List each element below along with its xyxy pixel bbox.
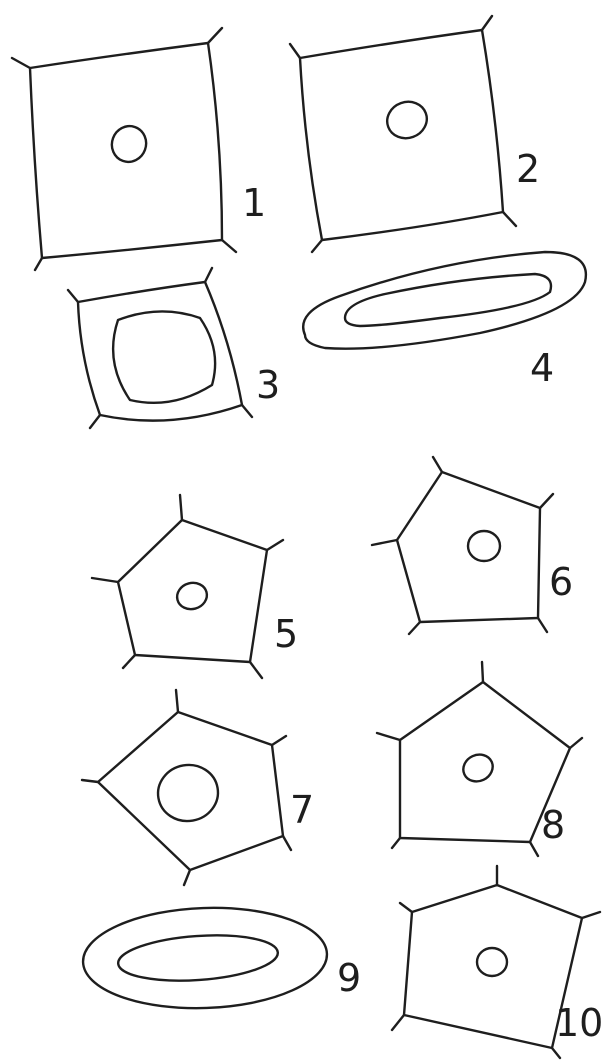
cell-7-label: 7	[290, 788, 314, 832]
cell-8: 8	[377, 662, 582, 856]
cell-3-wall	[78, 282, 242, 421]
cell-4-outer-wall	[303, 252, 586, 349]
cell-6-nucleus	[468, 531, 500, 561]
cell-6: 6	[372, 457, 573, 634]
cell-5-label: 5	[274, 612, 298, 656]
cell-10: 10	[392, 866, 603, 1058]
cell-9-lumen	[117, 930, 280, 985]
cell-7-lumen	[154, 760, 223, 826]
cell-1-nucleus	[107, 121, 151, 166]
cell-1-wall-stubs	[12, 28, 236, 270]
cell-3: 3	[68, 268, 280, 428]
cell-2-label: 2	[516, 147, 540, 191]
cell-4-lumen	[345, 274, 551, 326]
cell-4-label: 4	[530, 346, 554, 390]
cell-1: 1	[12, 28, 266, 270]
cell-5: 5	[92, 495, 298, 678]
cell-2: 2	[290, 16, 540, 252]
cell-5-wall	[118, 520, 267, 662]
cell-7: 7	[82, 690, 314, 885]
cell-8-nucleus	[459, 750, 497, 786]
cell-1-label: 1	[242, 181, 266, 225]
cell-2-wall	[300, 30, 503, 240]
cell-4: 4	[303, 252, 586, 390]
cell-3-lumen	[113, 311, 215, 402]
cell-2-nucleus	[382, 96, 432, 144]
cell-10-nucleus	[477, 948, 507, 976]
cell-1-wall	[30, 43, 222, 258]
cell-7-wall	[98, 712, 283, 870]
cell-9-label: 9	[337, 956, 361, 1000]
cell-8-label: 8	[541, 803, 565, 847]
cell-9: 9	[81, 904, 361, 1012]
cell-3-label: 3	[256, 363, 280, 407]
cell-7-wall-stubs	[82, 690, 291, 885]
cell-5-nucleus	[174, 580, 210, 613]
cell-9-outer-wall	[81, 904, 328, 1012]
cell-10-label: 10	[555, 1001, 603, 1045]
cell-6-label: 6	[549, 560, 573, 604]
